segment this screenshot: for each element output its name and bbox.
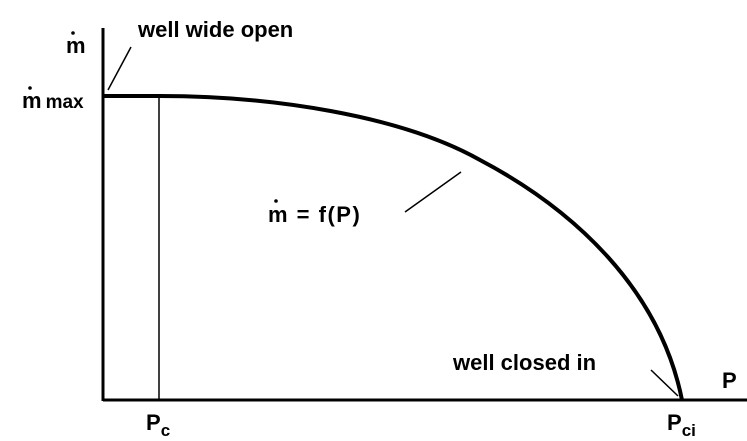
curve-label-dot (274, 199, 278, 203)
annotation-well-closed-in: well closed in (452, 350, 596, 375)
curve-label: m = f(P) (268, 202, 361, 227)
leader-line-curve (404, 171, 462, 213)
leader-line-wide-open (107, 46, 132, 91)
y-axis-label: m (66, 33, 86, 58)
annotation-well-wide-open: well wide open (137, 17, 293, 42)
leader-line-closed-in (650, 369, 679, 397)
x-axis-label: P (722, 368, 737, 393)
deliverability-curve (103, 94, 684, 401)
x-tick-pc: Pc (146, 410, 170, 440)
y-axis-label-dot (71, 31, 75, 35)
x-tick-pci: Pci (667, 410, 696, 440)
y-max-label-dot (28, 86, 32, 90)
